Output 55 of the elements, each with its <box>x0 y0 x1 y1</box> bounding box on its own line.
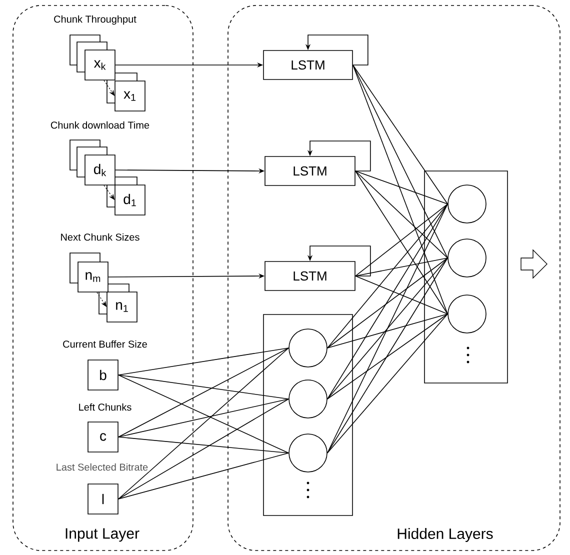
neuron-circle <box>288 434 328 472</box>
input-box: c <box>88 422 118 452</box>
connection-line <box>352 64 448 258</box>
neuron-circle <box>288 328 328 368</box>
input-caption: Left Chunks <box>77 402 133 412</box>
stacked-input-boxes: d$_{k}$ <box>70 140 116 186</box>
neuron-circle <box>288 380 328 418</box>
stacked-input-boxes: x$_{k}$ <box>70 34 116 80</box>
connection-line <box>118 374 289 400</box>
input-caption: Last Selected Bitrate <box>54 462 150 472</box>
input-box: l <box>88 484 118 514</box>
connection-line <box>327 314 448 400</box>
connection-line <box>352 64 448 314</box>
connection-line <box>327 204 448 348</box>
connection-line <box>355 170 448 314</box>
lstm-box: LSTM <box>264 156 356 186</box>
connection-line <box>118 452 289 500</box>
connection-line <box>118 398 289 438</box>
lstm-box: LSTM <box>264 261 356 291</box>
connection-line <box>118 374 289 454</box>
node-label: k <box>101 62 106 70</box>
connection-line <box>355 258 448 276</box>
input-caption: Chunk Throughput <box>52 14 138 26</box>
connection-line <box>327 258 448 454</box>
connection-line <box>355 170 448 258</box>
node-label: k <box>102 169 106 176</box>
connection-line <box>118 398 289 500</box>
layer-box <box>263 314 353 516</box>
input-caption: Current Buffer Size <box>62 339 148 349</box>
connection-line <box>327 204 448 454</box>
stacked-input-boxes: n$_{m}$ <box>70 252 108 292</box>
stacked-input-boxes: d$_{1}$ <box>106 176 146 216</box>
neuron-circle <box>448 184 486 224</box>
connection-line <box>355 276 448 314</box>
input-caption: Next Chunk Sizes <box>59 232 141 242</box>
connection-line <box>327 314 448 348</box>
connection-line <box>327 258 448 400</box>
connection-line <box>355 170 448 204</box>
connection-line <box>118 348 289 500</box>
neuron-circle <box>448 238 486 278</box>
connection-line <box>327 204 448 400</box>
connection-line <box>355 204 448 276</box>
connection-line <box>327 258 448 348</box>
layer-box <box>424 170 508 384</box>
lstm-box: LSTM <box>263 50 353 80</box>
stacked-input-boxes: x$_{1}$ <box>106 72 146 112</box>
connection-line <box>118 348 289 376</box>
connection-line <box>352 64 448 204</box>
neuron-circle <box>448 294 486 334</box>
connection-line <box>327 314 448 454</box>
input-caption: Chunk download Time <box>49 120 151 130</box>
connection-line <box>118 436 289 454</box>
connection-line <box>118 348 289 438</box>
stacked-input-boxes: n$_{1}$ <box>98 284 138 322</box>
input-box: b <box>88 360 118 390</box>
